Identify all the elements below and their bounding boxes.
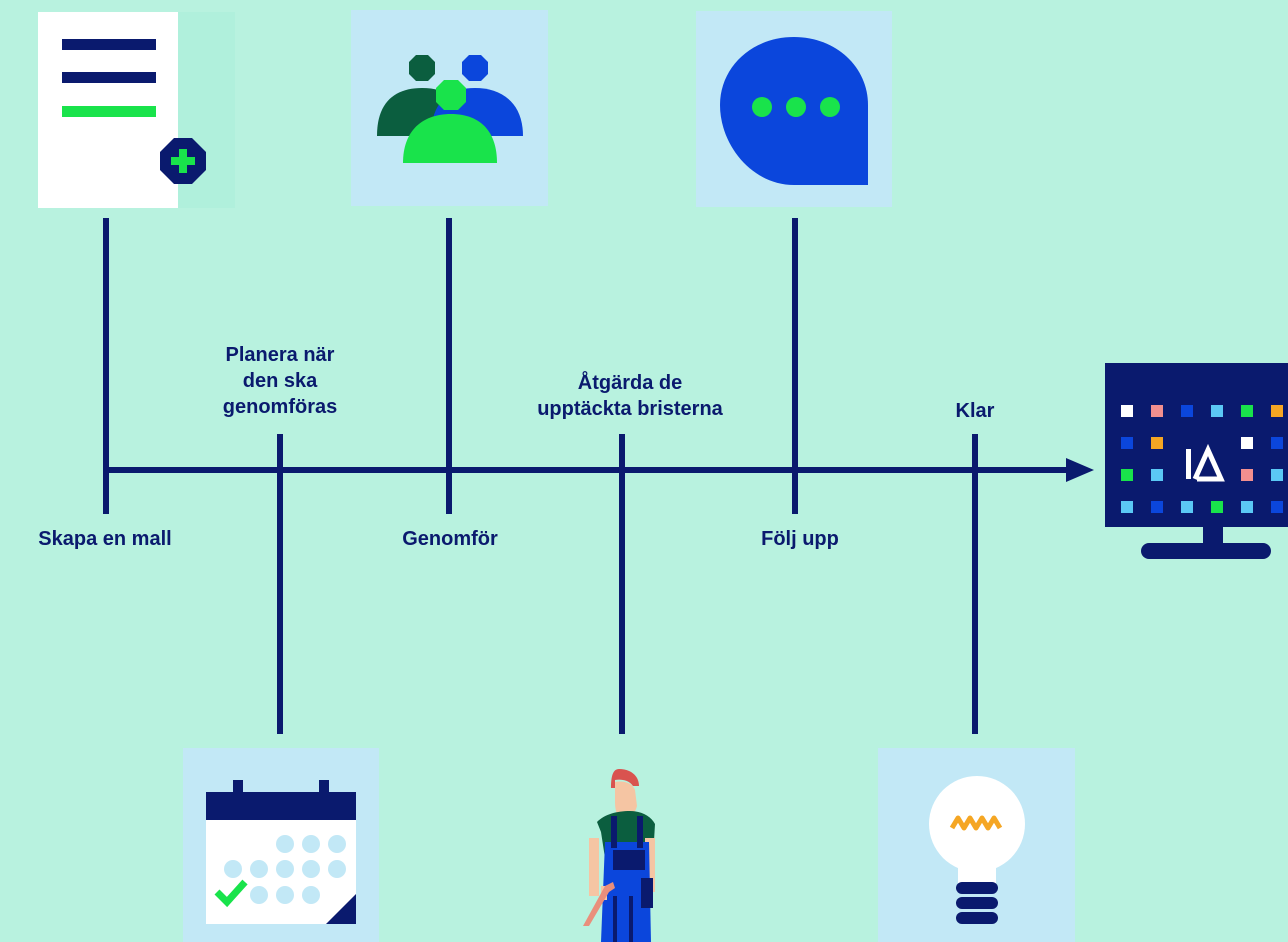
step-3-connector bbox=[446, 218, 452, 514]
step-6-connector bbox=[972, 434, 978, 734]
calendar-check-icon bbox=[183, 748, 379, 942]
step-3-label: Genomför bbox=[402, 528, 498, 550]
step-1-connector bbox=[103, 218, 109, 514]
step-1-label: Skapa en mall bbox=[38, 528, 172, 550]
lightbulb-icon bbox=[878, 748, 1075, 942]
monitor-logo-icon bbox=[1105, 363, 1288, 559]
step-5-label: Följ upp bbox=[761, 528, 839, 550]
step-4-connector bbox=[619, 434, 625, 734]
group-people-icon bbox=[351, 10, 548, 206]
step-4-label: Åtgärda de upptäckta bristerna bbox=[537, 372, 723, 420]
chat-bubble-icon bbox=[696, 11, 892, 207]
step-6-label: Klar bbox=[955, 400, 995, 422]
worker-icon bbox=[575, 766, 665, 942]
step-5-connector bbox=[792, 218, 798, 514]
timeline-arrowhead bbox=[1066, 458, 1094, 482]
step-2-connector bbox=[277, 434, 283, 734]
timeline-axis bbox=[103, 467, 1071, 473]
document-plus-icon bbox=[38, 12, 235, 208]
step-2-label: Planera när den ska genomföras bbox=[222, 344, 338, 418]
